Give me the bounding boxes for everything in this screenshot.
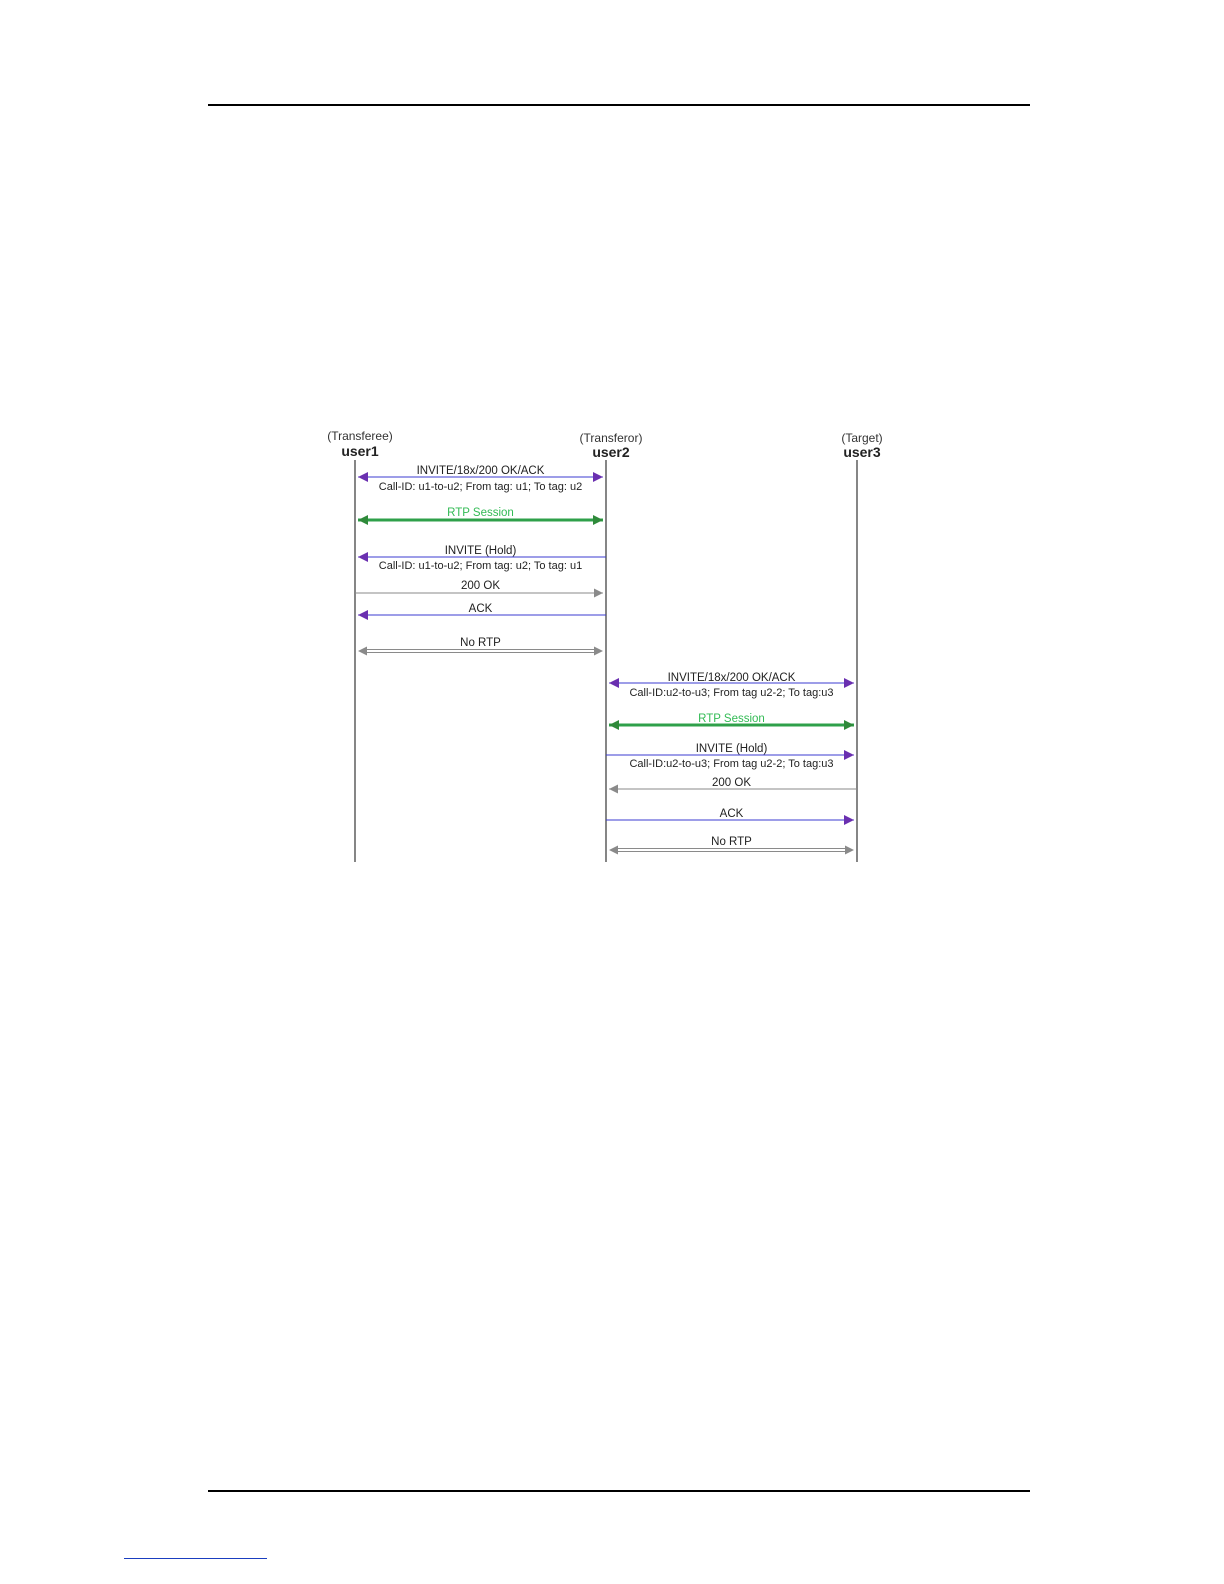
participant-user1: (Transferee)user1 (327, 429, 393, 862)
message-label: INVITE/18x/200 OK/ACK (417, 465, 545, 477)
message-3: INVITE (Hold) Call-ID: u1-to-u2; From tag… (358, 545, 606, 572)
message-2: RTP Session (358, 507, 603, 525)
footnote-rule (124, 1558, 267, 1559)
message-11: ACK (606, 808, 854, 825)
message-label: RTP Session (698, 713, 765, 725)
participant-role: (Target) (841, 431, 882, 445)
message-7: INVITE/18x/200 OK/ACK Call-ID:u2-to-u3; F… (609, 672, 854, 699)
message-1: INVITE/18x/200 OK/ACK Call-ID: u1-to-u2; … (358, 465, 603, 493)
message-label: No RTP (460, 637, 501, 649)
message-sublabel: Call-ID: u1-to-u2; From tag: u2; To tag:… (379, 560, 582, 572)
participant-name: user3 (843, 444, 881, 460)
participant-name: user2 (592, 444, 630, 460)
message-label: RTP Session (447, 507, 514, 519)
participant-user3: (Target)user3 (841, 431, 883, 862)
message-10: 200 OK (609, 777, 857, 794)
message-label: No RTP (711, 836, 752, 848)
footer-rule (208, 1490, 1030, 1492)
message-label: 200 OK (712, 777, 751, 789)
message-4: 200 OK (355, 580, 603, 598)
message-sublabel: Call-ID: u1-to-u2; From tag: u1; To tag:… (379, 481, 582, 493)
header-rule (208, 104, 1030, 106)
participant-name: user1 (341, 443, 379, 459)
message-label: ACK (720, 808, 744, 820)
participant-role: (Transferor) (580, 431, 643, 445)
participant-role: (Transferee) (327, 429, 393, 443)
message-6: No RTP (358, 637, 603, 656)
participant-user2: (Transferor)user2 (580, 431, 643, 862)
message-8: RTP Session (609, 713, 854, 730)
message-label: 200 OK (461, 580, 500, 592)
message-5: ACK (358, 603, 606, 620)
message-label: INVITE (Hold) (696, 743, 768, 755)
message-label: ACK (469, 603, 493, 615)
message-label: INVITE (Hold) (445, 545, 517, 557)
message-12: No RTP (609, 836, 854, 855)
message-9: INVITE (Hold) Call-ID:u2-to-u3; From tag … (606, 743, 854, 770)
message-label: INVITE/18x/200 OK/ACK (668, 672, 796, 684)
message-sublabel: Call-ID:u2-to-u3; From tag u2-2; To tag:… (629, 687, 833, 699)
message-sublabel: Call-ID:u2-to-u3; From tag u2-2; To tag:… (629, 758, 833, 770)
